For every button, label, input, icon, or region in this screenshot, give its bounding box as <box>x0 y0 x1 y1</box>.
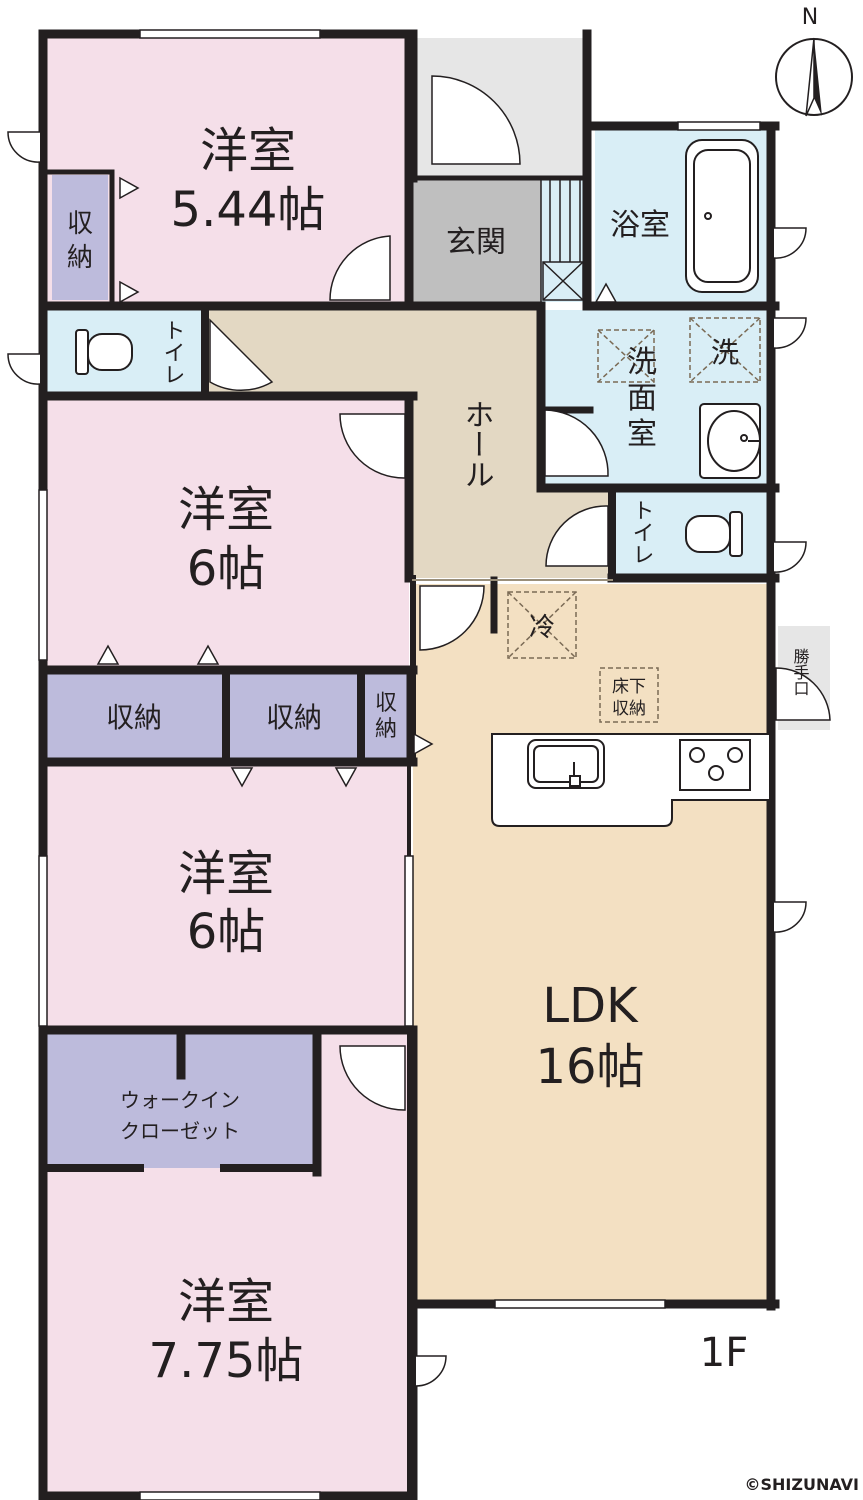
compass <box>775 37 853 117</box>
closet-door-marks <box>96 176 434 788</box>
appliance-spaces <box>507 317 761 723</box>
stove <box>679 739 751 791</box>
storage-b-label: 収納 <box>266 701 322 734</box>
washroom-label-2: 面 <box>627 381 657 416</box>
toilet1-fixture <box>75 329 133 375</box>
window-bedroom4-bottom <box>139 1491 321 1500</box>
kitchen-counter <box>491 733 771 827</box>
storage-a-label: 収納 <box>106 701 162 734</box>
bath-label: 浴室 <box>610 208 670 243</box>
hall-label: ホール <box>459 399 494 489</box>
entrance-label: 玄関 <box>446 225 506 260</box>
bedroom2-size: 6帖 <box>187 541 266 597</box>
washbasin <box>699 403 761 479</box>
toilet2-fixture <box>685 511 743 557</box>
windows <box>38 29 761 1500</box>
ldk-floor <box>413 584 770 1304</box>
washer-space <box>689 317 761 383</box>
bedroom1-size: 5.44帖 <box>171 182 326 238</box>
washer-label: 洗 <box>711 336 739 369</box>
bedroom1-name: 洋室 <box>200 123 296 179</box>
service-door-label: 勝手口 <box>791 648 810 696</box>
bedroom3-size: 6帖 <box>187 904 266 960</box>
washroom-label-3: 室 <box>627 417 657 452</box>
hall-floor <box>208 310 612 578</box>
entrance-floor <box>413 178 541 302</box>
toilet1-label: トイレ <box>160 319 185 385</box>
window-bedroom1-top <box>139 29 321 39</box>
washroom-label-1: 洗 <box>627 345 657 380</box>
window-bedroom3-right <box>404 855 414 1027</box>
bedroom4-size: 7.75帖 <box>149 1333 304 1389</box>
wic-label-1: ウォークイン <box>120 1088 240 1112</box>
window-bedroom3-left <box>38 855 48 1027</box>
entrance-step <box>540 178 584 302</box>
toilet2-label: トイレ <box>629 499 654 565</box>
door-bedroom4 <box>339 1045 406 1111</box>
ldk-name: LDK <box>542 978 639 1034</box>
compass-label: N <box>802 5 818 30</box>
storage1-floor <box>52 175 108 300</box>
window-bedroom2-left <box>38 489 48 661</box>
storage-a-floor <box>46 674 222 758</box>
wic-label-2: クローゼット <box>120 1119 240 1143</box>
door-toilet2 <box>545 505 609 567</box>
bedroom3-floor <box>46 764 409 1028</box>
door-entrance <box>431 75 521 165</box>
door-ldk <box>419 585 485 651</box>
exterior-sashes <box>7 131 807 1387</box>
storage1-label-1: 収 <box>67 209 93 239</box>
step-floor <box>541 178 585 302</box>
washroom-space <box>597 329 655 383</box>
bedroom3-name: 洋室 <box>178 846 274 902</box>
bedroom2-name: 洋室 <box>178 482 274 538</box>
underfloor-label-2: 収納 <box>612 699 646 719</box>
door-toilet1 <box>209 318 274 392</box>
labels: 洋室 5.44帖 収 納 玄関 浴室 トイレ トイレ 洗 面 室 洗 ホール 洋… <box>67 5 859 1494</box>
storage-v2-label-2: 納 <box>375 717 397 742</box>
bedroom4-floor <box>46 1034 409 1492</box>
bedroom4-name: 洋室 <box>178 1274 274 1330</box>
door-washroom <box>544 409 609 477</box>
storage-v2-label-1: 収 <box>375 691 397 716</box>
storage1-label-2: 納 <box>67 243 93 273</box>
bathtub <box>685 139 759 293</box>
underfloor-label-1: 床下 <box>612 677 646 697</box>
ldk-size: 16帖 <box>535 1039 644 1095</box>
door-bedroom1 <box>329 235 391 301</box>
underfloor-storage-box <box>599 667 659 723</box>
window-ldk-bottom <box>494 1299 666 1309</box>
floor-label: 1F <box>700 1330 748 1376</box>
window-bath-top <box>677 121 761 131</box>
door-bedroom2 <box>339 413 406 479</box>
fridge-space <box>507 591 577 659</box>
copyright: ©SHIZUNAVI <box>745 1475 859 1494</box>
door-bath <box>594 282 618 303</box>
fridge-label: 冷 <box>529 613 555 643</box>
door-service <box>775 667 831 721</box>
storage-v2-floor <box>364 674 408 758</box>
storage-b-floor <box>230 674 358 758</box>
doors <box>209 75 831 1111</box>
